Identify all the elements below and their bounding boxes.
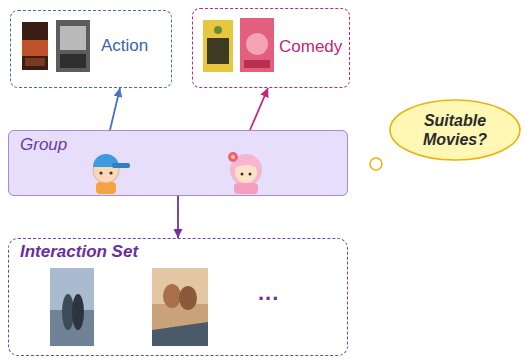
arrow-connector [177, 196, 179, 238]
avatar-eye [241, 173, 244, 176]
poster-detail [179, 286, 197, 310]
poster-detail [207, 38, 229, 64]
avatar-eye [249, 173, 252, 176]
group-fill [8, 130, 348, 196]
avatar-body [96, 182, 116, 194]
poster [56, 20, 90, 72]
node-label: Interaction Set [20, 242, 138, 262]
arrow-connector [110, 88, 120, 130]
avatar-cap-brim [112, 163, 130, 168]
poster-detail [60, 26, 86, 50]
poster-detail [152, 322, 208, 346]
poster-detail [214, 26, 222, 34]
avatar-flower [228, 152, 238, 162]
poster [152, 268, 208, 346]
avatar-flower-center [231, 155, 235, 159]
node-label: Suitable Movies? [409, 111, 501, 149]
action-poster [22, 22, 48, 70]
node-label: Action [101, 36, 148, 56]
thought-tail [370, 158, 382, 170]
poster-detail [163, 284, 181, 308]
thought-bubble: Suitable Movies? [388, 98, 522, 162]
poster-detail [60, 54, 86, 68]
avatar-eye [99, 171, 102, 174]
interaction-poster [152, 268, 208, 346]
group-box: Group [8, 130, 348, 196]
poster-detail [22, 40, 48, 56]
poster [50, 268, 94, 346]
boy-avatar [93, 154, 130, 194]
category-box: Comedy [192, 8, 350, 88]
poster [203, 20, 233, 72]
node-label: Comedy [279, 37, 342, 57]
poster-detail [25, 58, 45, 66]
interaction-box: Interaction Set [8, 238, 348, 356]
bubble-shape [390, 100, 520, 160]
poster [22, 22, 48, 70]
bubble-outline [388, 98, 522, 162]
avatar-eye [109, 171, 112, 174]
ellipsis-label: ... [258, 282, 279, 304]
action-poster [56, 20, 90, 72]
category-box: Action [10, 10, 172, 88]
poster-detail [246, 33, 268, 55]
poster-detail [72, 294, 84, 330]
poster [240, 18, 274, 72]
interaction-poster [50, 268, 94, 346]
avatar-bangs [235, 157, 257, 168]
avatar-body [234, 183, 258, 194]
comedy-poster [203, 20, 233, 72]
comedy-poster [240, 18, 274, 72]
arrow-connector [250, 88, 268, 130]
node-label: Group [20, 135, 67, 155]
girl-avatar [228, 152, 262, 194]
poster-detail [244, 60, 270, 68]
